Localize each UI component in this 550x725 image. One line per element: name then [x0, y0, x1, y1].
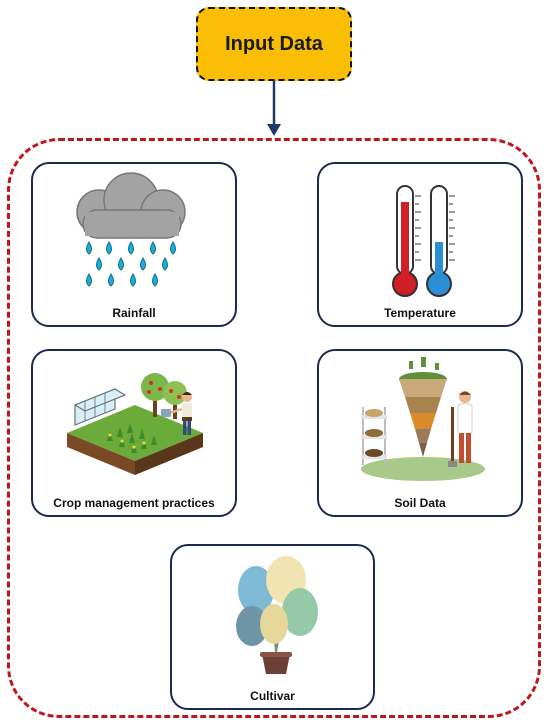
rainfall-label: Rainfall: [112, 306, 156, 320]
crop-management-card: Crop management practices: [31, 349, 237, 517]
input-data-label: Input Data: [225, 32, 323, 55]
inputs-group: [7, 138, 541, 718]
temperature-card: Temperature: [317, 162, 523, 327]
cultivar-label: Cultivar: [250, 689, 295, 703]
temperature-label: Temperature: [384, 306, 456, 320]
crop-management-label: Crop management practices: [53, 496, 215, 510]
down-arrow-icon: [267, 80, 281, 136]
rainfall-card: Rainfall: [31, 162, 237, 327]
potted-plant-icon: [236, 556, 318, 674]
thermometers-icon: [392, 185, 455, 297]
input-data-node: Input Data: [196, 7, 352, 81]
soil-profile-icon: [361, 357, 485, 481]
soil-data-card: Soil Data: [317, 349, 523, 517]
cultivar-card: Cultivar: [170, 544, 375, 710]
soil-data-label: Soil Data: [394, 496, 446, 510]
rain-cloud-icon: [76, 172, 186, 287]
greenhouse-farm-icon: [67, 373, 203, 475]
